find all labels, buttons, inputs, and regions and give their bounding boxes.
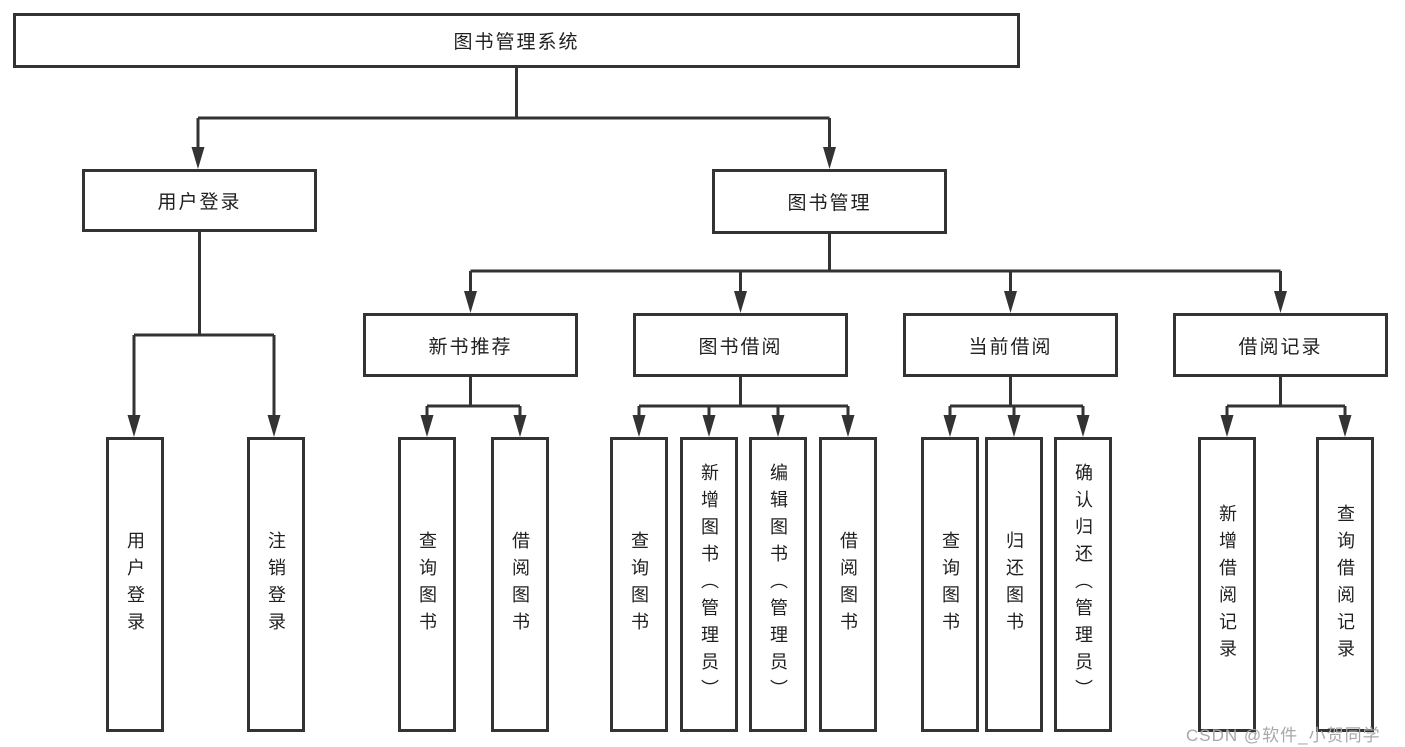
arrowhead-icon: [632, 415, 646, 437]
node-book-management: 图书管理: [712, 169, 947, 234]
leaf-logout: 注销登录: [247, 437, 305, 732]
node-label: 新书推荐: [428, 336, 513, 358]
node-label: 查询图书: [629, 530, 649, 639]
arrowhead-icon: [823, 147, 836, 169]
node-label: 借阅图书: [510, 530, 530, 639]
node-label: 图书借阅: [698, 336, 783, 358]
node-label: 注销登录: [266, 530, 286, 639]
arrowhead-icon: [513, 415, 527, 437]
node-book-borrowing: 图书借阅: [633, 313, 848, 377]
node-label: 编辑图书（管理员）: [768, 463, 788, 706]
arrowhead-icon: [127, 415, 141, 437]
leaf-add-borrow-record: 新增借阅记录: [1198, 437, 1256, 732]
arrowhead-icon: [1004, 291, 1017, 313]
leaf-query-books-recommend: 查询图书: [398, 437, 456, 732]
leaf-borrow-books-borrow: 借阅图书: [819, 437, 877, 732]
node-label: 归还图书: [1004, 530, 1024, 639]
arrowhead-icon: [734, 291, 747, 313]
node-label: 用户登录: [157, 192, 242, 213]
node-label: 查询图书: [940, 530, 960, 639]
arrowhead-icon: [943, 415, 957, 437]
leaf-add-book-admin: 新增图书（管理员）: [680, 437, 738, 732]
node-library-management-system: 图书管理系统: [13, 13, 1020, 68]
node-new-book-recommendation: 新书推荐: [363, 313, 578, 377]
node-label: 当前借阅: [968, 336, 1053, 358]
arrowhead-icon: [1076, 415, 1090, 437]
leaf-user-login: 用户登录: [106, 437, 164, 732]
node-user-login: 用户登录: [82, 169, 317, 232]
arrowhead-icon: [191, 147, 205, 169]
leaf-query-books-borrow: 查询图书: [610, 437, 668, 732]
arrowhead-icon: [1220, 415, 1234, 437]
leaf-edit-book-admin: 编辑图书（管理员）: [749, 437, 807, 732]
arrowhead-icon: [1338, 415, 1352, 437]
node-label: 新增图书（管理员）: [699, 463, 719, 706]
node-label: 查询借阅记录: [1335, 503, 1355, 666]
leaf-confirm-return-admin: 确认归还（管理员）: [1054, 437, 1112, 732]
arrowhead-icon: [702, 415, 716, 437]
node-label: 图书管理系统: [453, 32, 580, 53]
leaf-query-books-current: 查询图书: [921, 437, 979, 732]
leaf-return-book: 归还图书: [985, 437, 1043, 732]
arrowhead-icon: [841, 415, 855, 437]
arrowhead-icon: [771, 415, 785, 437]
node-label: 图书管理: [787, 193, 872, 214]
node-current-borrowing: 当前借阅: [903, 313, 1118, 377]
csdn-watermark: CSDN @软件_小贺同学: [1186, 726, 1381, 745]
arrowhead-icon: [267, 415, 281, 437]
node-label: 确认归还（管理员）: [1073, 463, 1093, 706]
node-label: 借阅记录: [1238, 336, 1323, 358]
node-borrowing-records: 借阅记录: [1173, 313, 1388, 377]
arrowhead-icon: [1007, 415, 1021, 437]
leaf-query-borrow-record: 查询借阅记录: [1316, 437, 1374, 732]
arrowhead-icon: [1274, 291, 1287, 313]
node-label: 用户登录: [125, 530, 145, 639]
node-label: 查询图书: [417, 530, 437, 639]
arrowhead-icon: [420, 415, 434, 437]
arrowhead-icon: [464, 291, 477, 313]
leaf-borrow-books-recommend: 借阅图书: [491, 437, 549, 732]
node-label: 新增借阅记录: [1217, 503, 1237, 666]
node-label: 借阅图书: [838, 530, 858, 639]
